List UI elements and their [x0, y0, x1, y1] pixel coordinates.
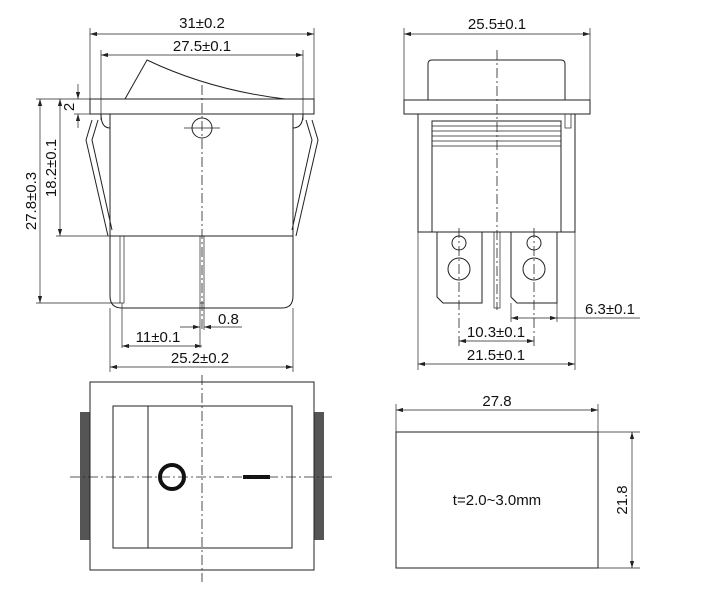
dim-side-width-overall: 25.5±0.1 [468, 16, 526, 33]
dim-flange-thickness: 2 [61, 103, 78, 111]
dim-cutout-width: 27.8 [482, 393, 511, 410]
dim-width-overall: 31±0.2 [179, 15, 225, 32]
front-view: 31±0.2 27.5±0.1 27.8±0.3 18.2±0.1 2 0.8 … [23, 15, 319, 372]
side-view: 25.5±0.1 6.3±0.1 10.3±0.1 21.5±0.1 [403, 16, 640, 370]
dim-side-terminal-spacing: 10.3±0.1 [467, 324, 525, 341]
dim-cutout-height: 21.8 [614, 485, 631, 514]
dim-body-width: 25.2±0.2 [171, 350, 229, 367]
dim-width-flange: 27.5±0.1 [173, 38, 231, 55]
dim-height-body: 18.2±0.1 [43, 139, 60, 197]
top-view [70, 375, 335, 582]
panel-thickness: t=2.0~3.0mm [453, 492, 541, 509]
dim-side-body-width: 21.5±0.1 [467, 347, 525, 364]
dim-terminal-spacing: 11±0.1 [136, 329, 181, 346]
dim-height-overall: 27.8±0.3 [23, 172, 40, 230]
dim-side-terminal-width: 6.3±0.1 [585, 301, 635, 318]
panel-cutout: 27.8 21.8 t=2.0~3.0mm [395, 393, 640, 569]
dim-terminal-thickness: 0.8 [218, 311, 239, 328]
